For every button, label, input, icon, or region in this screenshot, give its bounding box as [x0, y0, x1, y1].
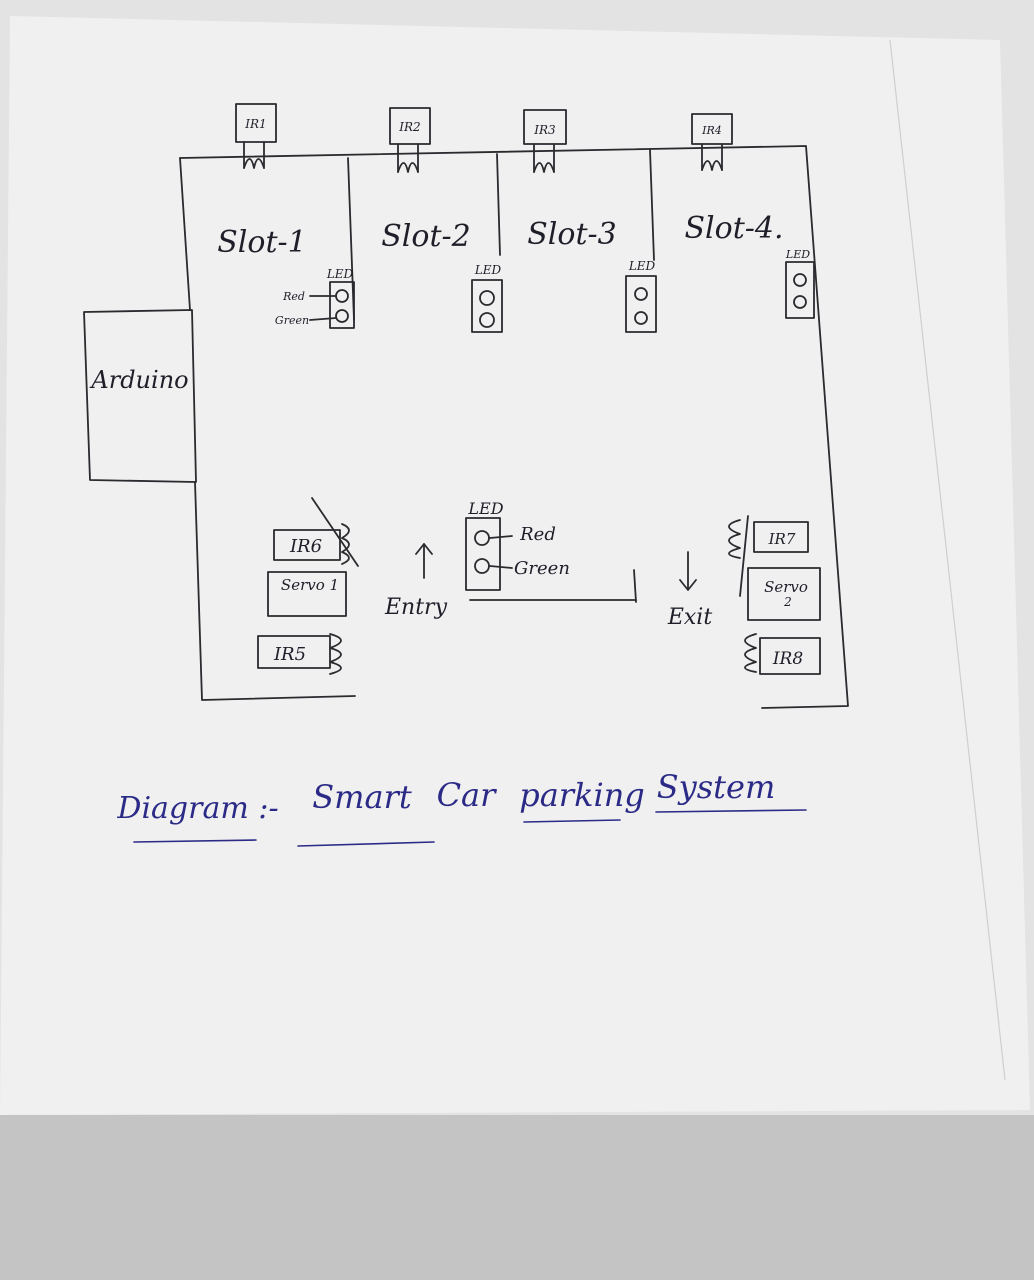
- slot-1-led: LED Red Green: [275, 267, 355, 329]
- ir3-label: IR3: [533, 123, 556, 137]
- slot-1-led-label: LED: [326, 267, 354, 281]
- slot-1-red-label: Red: [282, 290, 305, 303]
- paper-sheet: [0, 16, 1030, 1115]
- ir4-label: IR4: [701, 124, 722, 137]
- exit-label: Exit: [667, 605, 713, 630]
- caption-word-system: System: [657, 768, 776, 806]
- arduino-board: Arduino: [83, 309, 197, 483]
- table-surface: [0, 1115, 1034, 1280]
- servo-2-label: Servo: [764, 578, 808, 596]
- entry-gate: IR6 Servo 1 IR5: [257, 497, 359, 675]
- slot-dividers: [347, 149, 655, 321]
- parking-boundary: [179, 145, 849, 709]
- servo-1-label: Servo 1: [281, 576, 339, 594]
- slot-3-label: Slot-3: [527, 217, 617, 252]
- slot-1-green-label: Green: [275, 314, 309, 327]
- slot-2-label: Slot-2: [381, 219, 471, 254]
- exit-arrow: Exit: [667, 551, 713, 630]
- slot-2-led-label: LED: [474, 263, 502, 277]
- ir7-label: IR7: [768, 530, 796, 548]
- slot-4-label: Slot-4.: [684, 211, 783, 246]
- caption-word-car: Car: [437, 776, 498, 814]
- slot-3-led-label: LED: [628, 259, 656, 273]
- exit-gate: IR7 Servo 2 IR8: [728, 515, 821, 675]
- ir-sensor-1: IR1: [235, 103, 277, 169]
- ir8-label: IR8: [772, 649, 804, 669]
- center-led-label: LED: [467, 499, 503, 518]
- slot-3-led: LED: [625, 259, 657, 333]
- slot-4-led-label: LED: [785, 248, 810, 261]
- paper-edge: [889, 39, 1006, 1081]
- servo-2-number: 2: [783, 595, 792, 609]
- entry-arrow: Entry: [384, 543, 448, 620]
- ir2-label: IR2: [398, 120, 420, 134]
- slot-1-label: Slot-1: [217, 225, 307, 260]
- ir-sensor-2: IR2: [389, 107, 431, 173]
- diagram-caption: Diagram :- Smart Car parking System: [116, 768, 807, 847]
- center-led: LED Red Green: [465, 499, 637, 603]
- center-green-label: Green: [514, 558, 570, 579]
- ir5-label: IR5: [273, 644, 306, 665]
- ir-sensor-3: IR3: [523, 109, 567, 173]
- ir1-label: IR1: [244, 117, 266, 131]
- center-red-label: Red: [519, 524, 556, 545]
- slot-2-led: LED: [471, 263, 503, 333]
- slot-4-led: LED: [785, 248, 815, 319]
- arduino-label: Arduino: [89, 366, 188, 394]
- caption-word-parking: parking: [519, 776, 645, 814]
- caption-prefix: Diagram :-: [116, 791, 278, 826]
- ir-sensor-4: IR4: [691, 113, 733, 171]
- caption-word-smart: Smart: [312, 778, 412, 816]
- ir6-label: IR6: [289, 536, 322, 557]
- entry-label: Entry: [384, 595, 448, 620]
